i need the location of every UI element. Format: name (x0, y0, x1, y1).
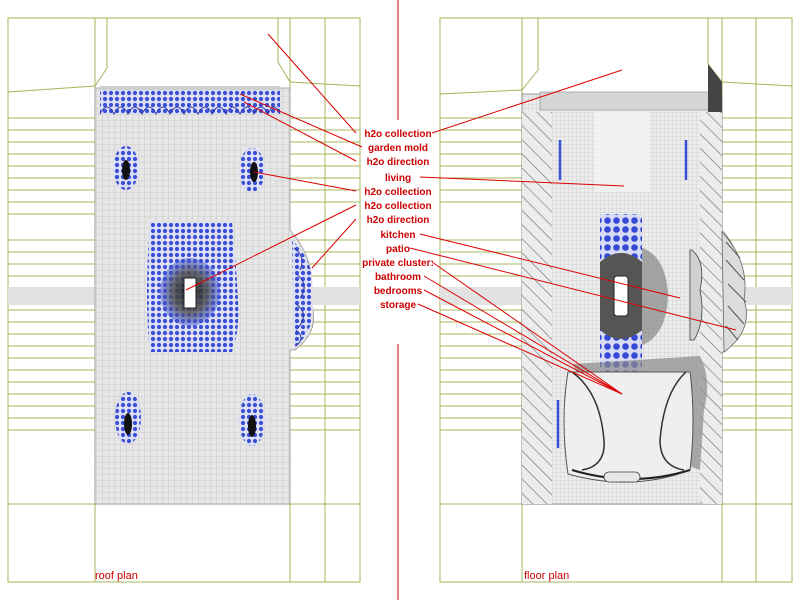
floor-living-zone (595, 112, 650, 192)
leader-storage (417, 303, 623, 395)
roof-funnel-br (239, 394, 265, 446)
roof-funnel-tl (113, 146, 139, 190)
leader-h2o-collection-1b (431, 69, 623, 134)
roof-side-collection (292, 240, 314, 348)
leader-private-cluster (431, 261, 623, 395)
roof-plan-title: roof plan (95, 570, 138, 582)
leader-h2o-collection-2 (253, 171, 357, 192)
label-garden-mold: garden mold (368, 143, 428, 154)
leader-bathroom (423, 275, 623, 395)
label-h2o-direction-1: h2o direction (367, 157, 430, 168)
floor-private-cluster (563, 371, 694, 483)
leader-h2o-direction-2 (311, 218, 357, 269)
roof-funnel-tr (239, 148, 265, 192)
floor-top-wedge-right (708, 64, 722, 112)
leader-h2o-collection-3 (185, 204, 357, 291)
label-patio: patio (386, 244, 410, 255)
annotation-labels: h2o collection garden mold h2o direction… (362, 129, 434, 311)
leader-lines (185, 33, 737, 395)
floor-plan-panel: floor plan (439, 17, 793, 583)
leader-kitchen (419, 233, 681, 299)
roof-funnel-bl (115, 392, 141, 444)
floor-left-wall (522, 112, 552, 504)
floor-plan-title: floor plan (524, 570, 569, 582)
floor-patio (689, 230, 747, 353)
label-private-cluster: private cluster: (362, 258, 434, 269)
label-h2o-collection-3: h2o collection (364, 201, 431, 212)
label-h2o-collection-1: h2o collection (364, 129, 431, 140)
label-bedrooms: bedrooms (374, 286, 423, 297)
floor-central-collection (600, 214, 642, 374)
label-living: living (385, 173, 411, 184)
label-h2o-direction-2: h2o direction (367, 215, 430, 226)
roof-plan-panel: roof plan (7, 17, 361, 583)
label-kitchen: kitchen (380, 230, 415, 241)
roof-top-collection-band (99, 86, 281, 116)
leader-h2o-collection-1a (267, 33, 357, 134)
leader-living (419, 176, 625, 187)
label-storage: storage (380, 300, 417, 311)
roof-site-lines (7, 17, 361, 583)
leader-h2o-direction-1 (243, 101, 357, 162)
label-bathroom: bathroom (375, 272, 421, 283)
label-h2o-collection-2: h2o collection (364, 187, 431, 198)
floor-right-wall (700, 112, 722, 504)
leader-garden-mold (239, 93, 363, 148)
floor-top-band (539, 91, 711, 111)
leader-bedrooms (423, 289, 623, 395)
leader-patio (409, 247, 737, 331)
